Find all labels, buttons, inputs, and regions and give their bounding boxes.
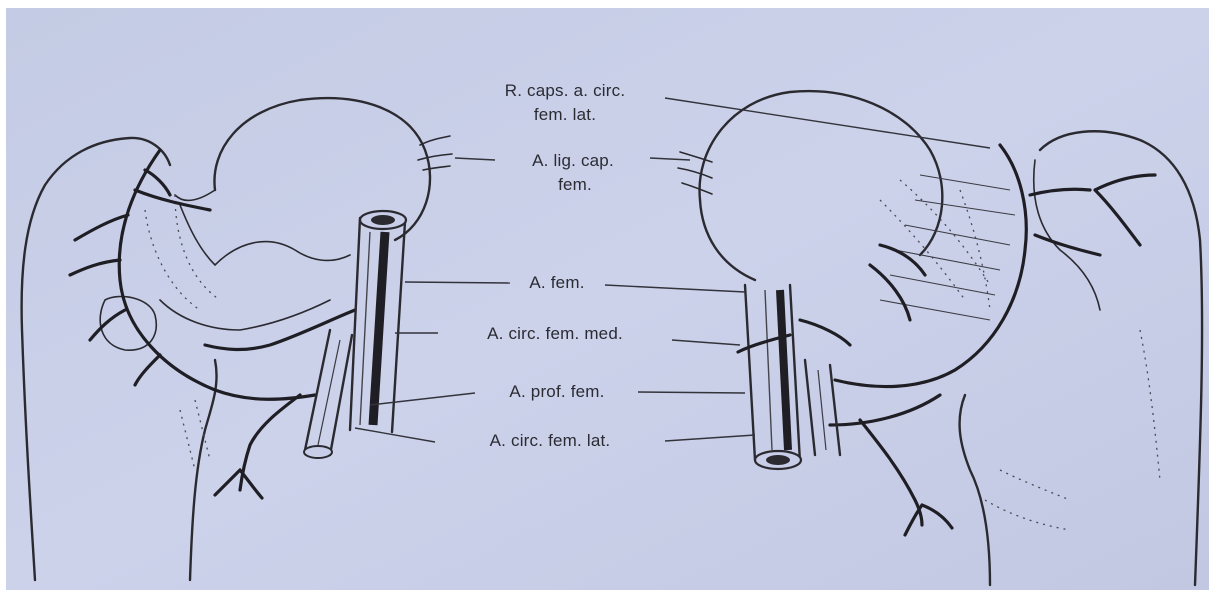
label-r-caps-line1: R. caps. a. circ. [505,81,626,100]
label-a-prof-fem: A. prof. fem. [509,382,604,401]
label-a-fem: A. fem. [529,273,584,292]
label-a-lig-cap-line1: A. lig. cap. [532,151,614,170]
leader-prof-right [638,392,745,393]
leader-a-fem-left [405,282,510,283]
label-a-lig-cap-line2: fem. [558,175,592,194]
label-r-caps-line2: fem. lat. [534,105,596,124]
label-a-circ-fem-med: A. circ. fem. med. [487,324,623,343]
label-a-circ-fem-lat: A. circ. fem. lat. [490,431,611,450]
